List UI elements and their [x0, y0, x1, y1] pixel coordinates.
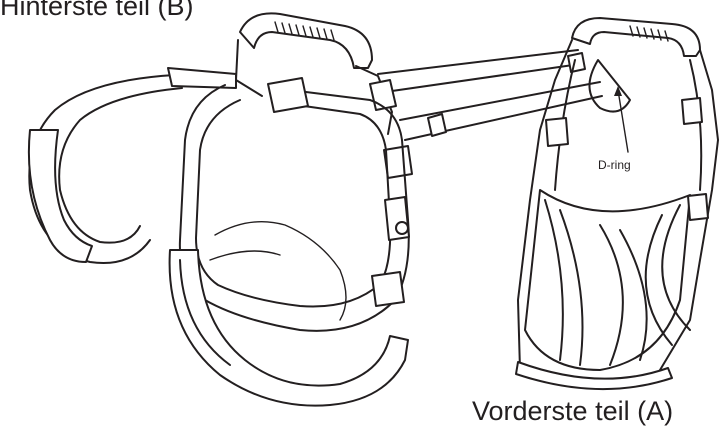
front-part-label: Vorderste teil (A)	[472, 398, 673, 425]
d-ring	[589, 60, 630, 112]
dring-pointer-line	[618, 90, 628, 152]
front-harness	[516, 18, 718, 389]
front-handle	[572, 18, 700, 56]
rear-handle	[240, 13, 372, 68]
connector-straps	[378, 50, 602, 140]
rear-part-label: Hinterste teil (B)	[0, 0, 194, 20]
dring-label: D-ring	[598, 159, 631, 171]
rear-harness	[29, 13, 412, 405]
